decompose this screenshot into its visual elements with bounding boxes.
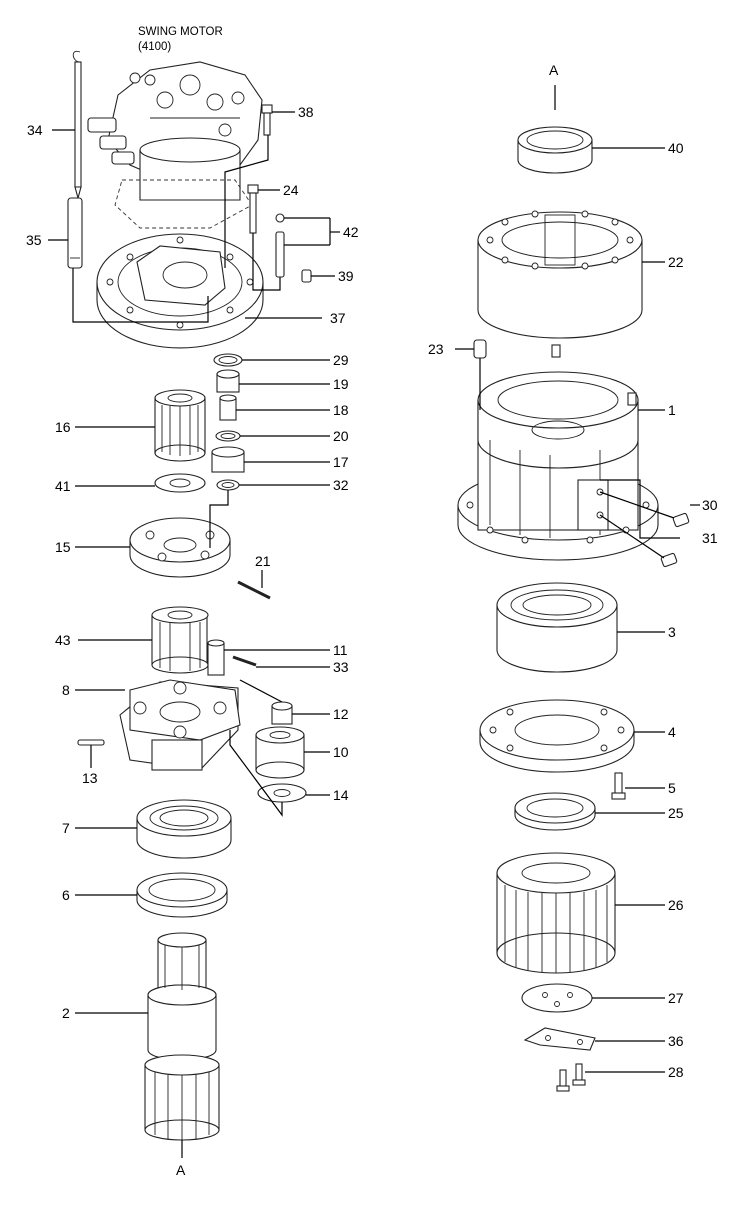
callout-32: 32 [333,477,349,493]
ring-part-40 [517,126,593,174]
lock-plate-part-36 [523,1027,596,1051]
pin-part-42 [275,213,285,278]
gear-part-17 [211,446,245,473]
bolt-part-28 [556,1063,586,1092]
callout-33: 33 [333,659,349,675]
callout-31: 31 [702,530,718,546]
pin-part-21 [237,580,271,600]
screw-part-31 [660,552,678,568]
callout-24: 24 [283,182,299,198]
callout-2: 2 [62,1005,70,1021]
callout-25: 25 [668,805,684,821]
ring-gear-part-22 [477,210,643,339]
callout-16: 16 [55,419,71,435]
callout-13: 13 [82,770,98,786]
pin-part-23 [473,339,487,359]
bearing-part-19 [216,369,240,393]
pinion-part-26 [496,852,616,974]
ring-part-6 [136,872,228,918]
callout-17: 17 [333,454,349,470]
callout-18: 18 [333,402,349,418]
marker-a-top: A [549,62,559,78]
callout-37: 37 [330,310,346,326]
callout-34: 34 [27,122,43,138]
ring-part-20 [215,430,241,442]
plate-part-27 [521,983,593,1013]
title-line-2: (4100) [138,41,171,53]
callout-39: 39 [338,268,354,284]
callout-22: 22 [668,254,684,270]
cover-part-4 [479,699,635,773]
callout-15: 15 [55,539,71,555]
bushing-part-18 [219,394,237,421]
gear-part-10 [255,726,305,779]
leader-lines [48,85,700,1158]
callout-29: 29 [333,352,349,368]
callout-19: 19 [333,376,349,392]
callout-35: 35 [26,232,42,248]
bearing-part-7 [136,799,232,859]
callout-36: 36 [668,1033,684,1049]
callout-41: 41 [55,478,71,494]
callout-27: 27 [668,990,684,1006]
callout-11: 11 [333,642,348,658]
washer-part-41 [154,473,206,493]
ring-part-29 [213,353,243,367]
screw-part-30 [672,512,690,528]
flange-part-37 [96,233,264,349]
bolt-part-24 [247,184,259,234]
callout-23: 23 [428,341,444,357]
callout-42: 42 [343,224,359,240]
bearing-part-3 [496,582,618,673]
callout-7: 7 [62,820,70,836]
shaft-part-2 [144,932,220,1141]
callout-40: 40 [668,140,684,156]
callout-labels: 34 35 37 38 24 42 39 29 19 18 20 17 32 1… [26,62,718,1178]
callout-14: 14 [333,787,349,803]
callout-20: 20 [333,428,349,444]
housing-part-1 [457,344,659,561]
gear-part-43 [151,606,209,674]
carrier-part-8 [119,679,241,771]
bolt-part-5 [611,772,626,800]
plug-part-39 [301,269,312,283]
title-line-1: SWING MOTOR [138,26,223,38]
callout-1: 1 [668,402,676,418]
callout-28: 28 [668,1064,684,1080]
callout-30: 30 [702,497,718,513]
dipstick-part-34 [72,50,82,201]
callout-21: 21 [255,553,271,569]
pin-part-33 [232,655,257,667]
pipe-part-35 [67,197,83,269]
callout-6: 6 [62,887,70,903]
callout-38: 38 [298,104,314,120]
callout-8: 8 [62,682,70,698]
callout-26: 26 [668,897,684,913]
callout-10: 10 [333,744,349,760]
bolt-part-38 [261,104,273,136]
callout-5: 5 [668,780,676,796]
callout-12: 12 [333,706,349,722]
seal-part-25 [514,792,596,831]
carrier-part-15 [129,517,231,578]
gear-part-16 [154,389,206,462]
callout-4: 4 [668,724,676,740]
bushing-part-11 [207,639,225,676]
ring-part-32 [216,479,240,491]
callout-3: 3 [668,624,676,640]
callout-43: 43 [55,632,71,648]
bearing-part-12 [271,701,293,725]
marker-a-bottom: A [176,1162,186,1178]
swing-motor [87,61,263,229]
pin-part-13 [77,739,105,746]
